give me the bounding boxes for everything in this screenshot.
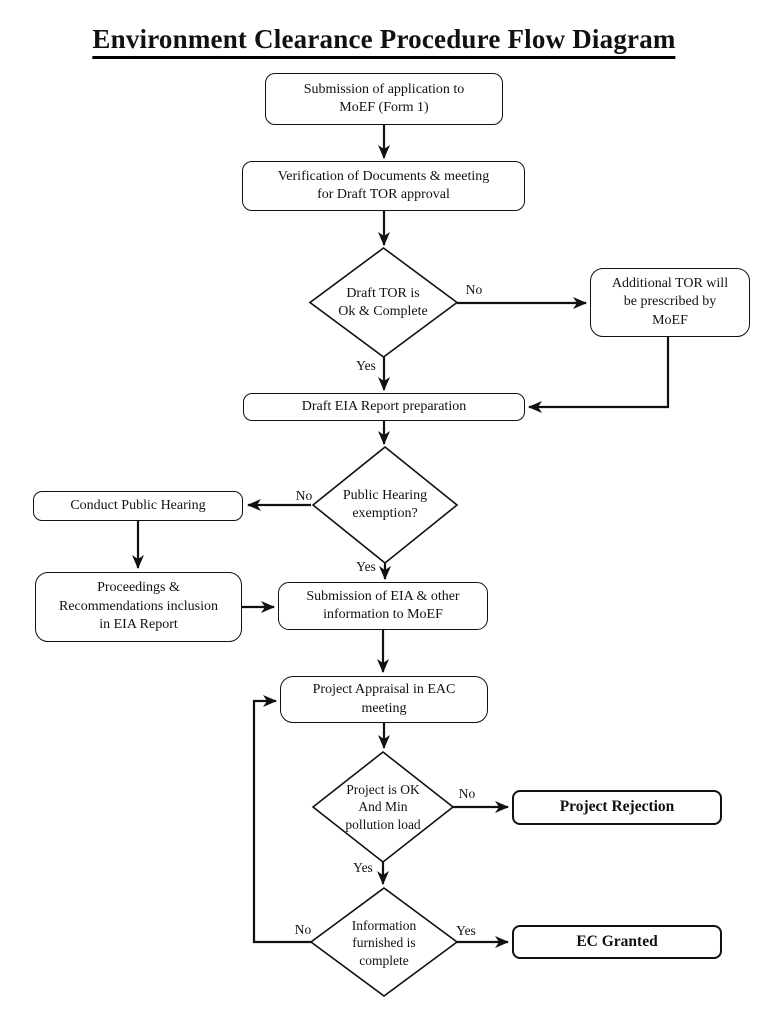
node-draft-eia: Draft EIA Report preparation [243,393,525,421]
page-title: Environment Clearance Procedure Flow Dia… [92,24,676,59]
edge-label-information-no: No [294,922,312,937]
edge-additional-tor-to-draft-eia [528,337,670,413]
decision-draft-tor-label: Draft TOR is Ok & Complete [338,285,428,319]
edge-label-public-hearing-no: No [295,488,313,503]
node-project-appraisal: Project Appraisal in EAC meeting [280,676,488,723]
decision-information-complete-shape [309,887,459,997]
node-submission-application: Submission of application to MoEF (Form … [265,73,503,125]
decision-project-ok-label: Project is OK And Min pollution load [345,781,421,832]
node-additional-tor: Additional TOR will be prescribed by MoE… [590,268,750,337]
decision-information-complete-label: Information furnished is complete [351,917,417,968]
edge-label-draft-tor-no: No [465,282,483,297]
node-project-rejection: Project Rejection [512,790,722,825]
edge-information-no-loop [252,695,311,944]
node-proceedings: Proceedings & Recommendations inclusion … [35,572,242,642]
node-ec-granted: EC Granted [512,925,722,959]
edge-label-draft-tor-yes: Yes [356,358,376,373]
edge-label-project-ok-no: No [458,786,476,801]
node-submission-eia: Submission of EIA & other information to… [278,582,488,630]
node-conduct-public-hearing: Conduct Public Hearing [33,491,243,521]
node-verification-documents: Verification of Documents & meeting for … [242,161,525,211]
edge-label-project-ok-yes: Yes [353,860,373,875]
edge-label-public-hearing-yes: Yes [356,559,376,574]
decision-public-hearing-label: Public Hearing exemption? [342,487,428,521]
edge-label-information-yes: Yes [456,923,476,938]
